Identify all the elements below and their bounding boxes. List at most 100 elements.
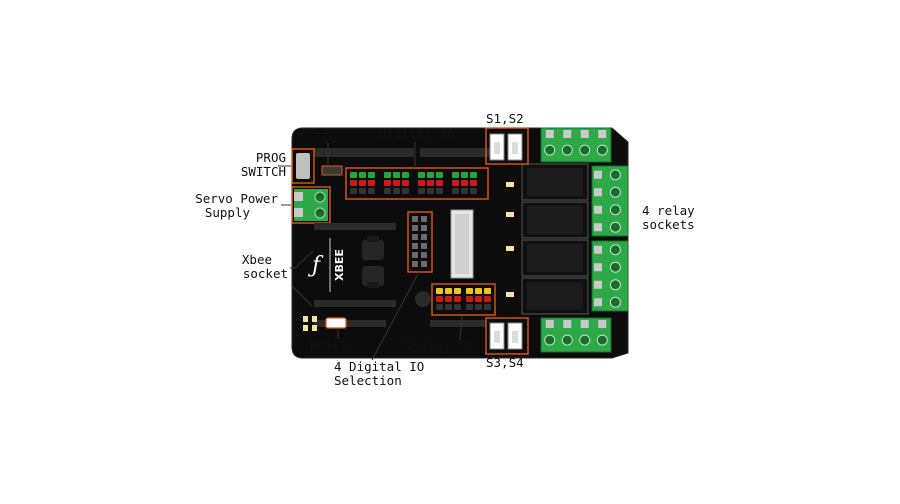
analog-pin (454, 288, 461, 294)
digital-pin (384, 188, 391, 194)
digital-io-pins (350, 172, 477, 194)
terminal-top-pin (545, 130, 554, 138)
regulator-components (362, 236, 384, 288)
selection-pin (421, 225, 427, 231)
digital-pin (350, 188, 357, 194)
terminal-right-1-pin (594, 170, 602, 179)
analog-pin (466, 288, 473, 294)
selection-pin (421, 261, 427, 267)
analog-pin (466, 296, 473, 302)
terminal-bottom-pin (598, 320, 607, 328)
analog-pin (484, 288, 491, 294)
digital-pin (461, 172, 468, 178)
digital-pin (350, 180, 357, 186)
terminal-top-screw (579, 144, 591, 156)
xbee-text: XBEE (333, 249, 346, 281)
digital-selection-pins (412, 216, 427, 267)
analog-pin (445, 304, 452, 310)
analog-pin (466, 304, 473, 310)
terminal-top-pin (598, 130, 607, 138)
leader-lines (278, 142, 463, 361)
xbee-socket-headers (314, 223, 396, 307)
selection-pin (421, 216, 427, 222)
digital-pin (452, 172, 459, 178)
digital-pin (368, 188, 375, 194)
terminal-bottom-screw (579, 334, 591, 346)
analog-pin (475, 304, 482, 310)
digital-pin (418, 172, 425, 178)
analog-pin (454, 296, 461, 302)
relay-2-top (527, 206, 583, 234)
digital-pin (436, 172, 443, 178)
digital-pin (461, 188, 468, 194)
analog-pin (436, 288, 443, 294)
analog-pin (436, 304, 443, 310)
digital-pin (470, 188, 477, 194)
digital-selection-frame (407, 211, 433, 273)
digital-pin (402, 172, 409, 178)
analog-pin (475, 288, 482, 294)
digital-pin (418, 188, 425, 194)
terminal-bottom-pin (580, 320, 589, 328)
digital-pin (384, 180, 391, 186)
relays (521, 163, 589, 315)
selection-pin (412, 216, 418, 222)
label-digital-io: Digital IO (379, 126, 455, 141)
selection-pin (412, 243, 418, 249)
terminal-bottom-pin (563, 320, 572, 328)
digital-pin (359, 172, 366, 178)
digital-pin (402, 188, 409, 194)
analog-io-pins (436, 288, 491, 310)
prog-switch (291, 148, 315, 184)
analog-pin (445, 296, 452, 302)
label-digital-selection-2: Selection (334, 373, 402, 388)
terminal-bottom-pin (545, 320, 554, 328)
terminal-top-pin (563, 130, 572, 138)
digital-pin (359, 188, 366, 194)
terminal-right-2-pin (594, 245, 602, 254)
digital-pin (436, 188, 443, 194)
terminal-bottom-screw (596, 334, 608, 346)
label-s3-s4: S3,S4 (486, 355, 524, 370)
s1-s2-buttons (485, 127, 529, 165)
bottom-header-row (314, 320, 386, 327)
digital-pin (418, 180, 425, 186)
label-reset: RESET (310, 338, 348, 353)
analog-pin (436, 296, 443, 302)
relay-1-top (527, 168, 583, 196)
terminal-right-1-pin (594, 188, 602, 197)
analog-io-frame (431, 283, 496, 316)
label-prog-switch-1: PROG (255, 150, 286, 165)
label-analog-io: Analog IO (404, 339, 472, 354)
status-leds (506, 182, 514, 297)
digital-pin (452, 180, 459, 186)
label-servo-power-1: Servo Power (195, 191, 278, 206)
relay-4-top (527, 282, 583, 310)
relay-3-top (527, 244, 583, 272)
label-xbee-socket-2: socket (242, 266, 288, 281)
digital-pin (368, 172, 375, 178)
analog-pin (454, 304, 461, 310)
digital-pin (384, 172, 391, 178)
digital-pin (470, 180, 477, 186)
terminal-top-pin (580, 130, 589, 138)
label-servo-power-2: Supply (204, 205, 250, 220)
iic-header (321, 165, 343, 176)
label-prog-switch-2: SWITCH (240, 164, 286, 179)
label-iic: IIC (314, 130, 337, 145)
digital-pin (393, 188, 400, 194)
selection-pin (412, 261, 418, 267)
digital-pin (461, 180, 468, 186)
analog-pin (445, 288, 452, 294)
s3-s4-buttons (485, 317, 529, 355)
reset-area (303, 316, 347, 331)
label-xbee-socket-1: Xbee (241, 252, 272, 267)
terminal-right-1-pin (594, 223, 602, 232)
selection-pin (421, 252, 427, 258)
terminal-right-2-pin (594, 298, 602, 307)
digital-pin (393, 180, 400, 186)
label-s1-s2: S1,S2 (486, 111, 524, 126)
terminal-right-2-pin (594, 280, 602, 289)
